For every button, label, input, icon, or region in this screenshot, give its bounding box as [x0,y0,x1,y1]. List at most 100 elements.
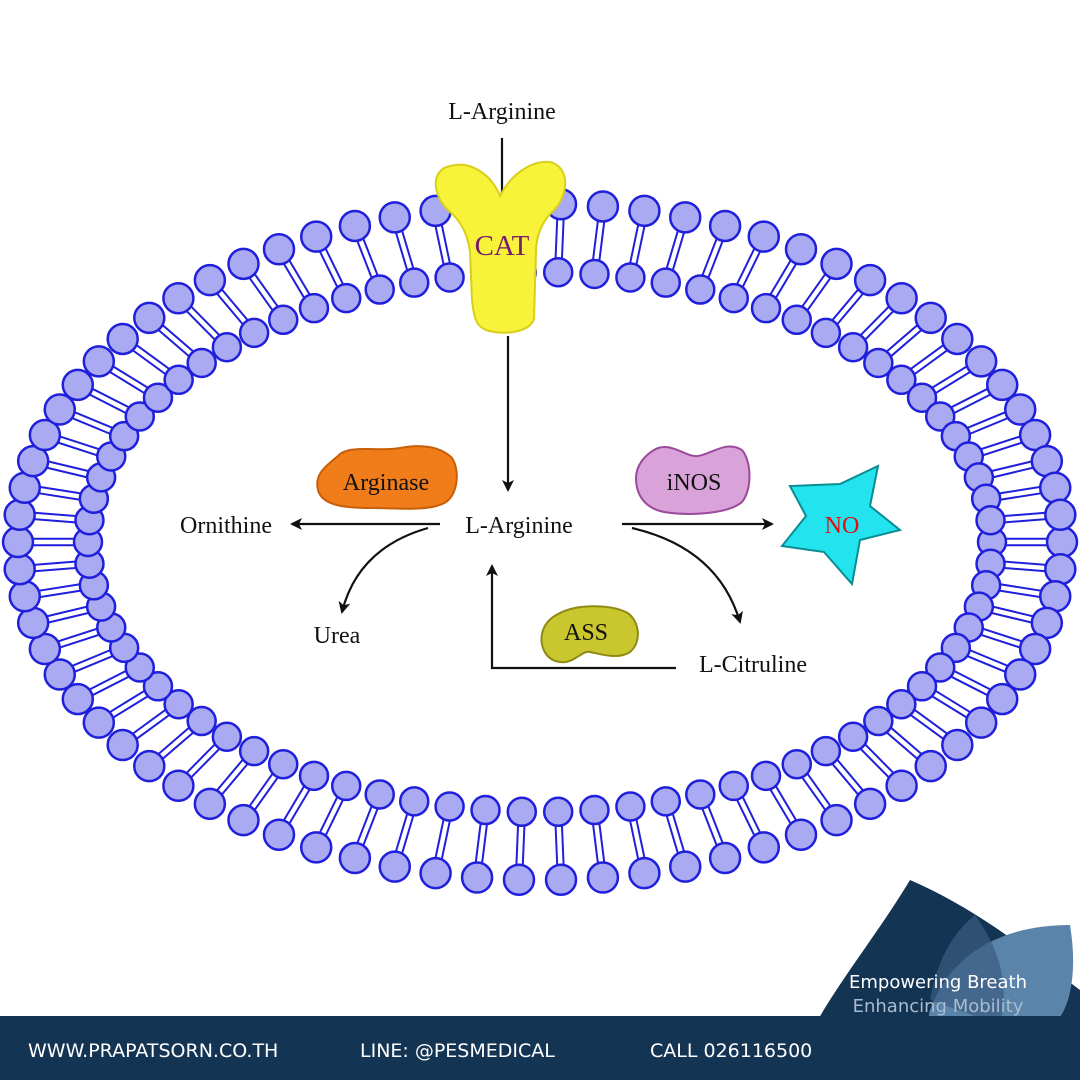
lipid-head-outer [586,861,620,894]
lipid-head-inner [781,748,813,780]
lipid-head-inner [238,317,270,349]
lipid-head-outer [61,368,95,402]
lipid-head-inner [434,262,465,293]
lipid-head-outer [1,525,35,559]
lipid-head-outer [262,233,296,266]
lipid-head-outer [299,220,333,253]
lipid-head-inner [298,292,330,324]
no-star: NO [780,464,903,587]
lipid-head-outer [82,345,116,378]
lipid-head-inner [940,632,972,664]
lipid-head-outer [16,606,50,640]
lipid-head-inner [267,304,299,336]
lipid-head-outer [885,769,918,803]
lipid-head-outer [299,831,333,864]
inos-enzyme: iNOS [634,445,751,515]
lipid-head-outer [885,281,918,315]
lipid-head-outer [1003,393,1037,426]
lipid-head-inner [924,401,956,432]
lipid-head-outer [133,749,166,783]
lipid-head-outer [941,728,974,762]
lipid-head-outer [106,728,139,762]
arrow-to-citruline [631,526,743,624]
lipid-head-inner [434,791,465,822]
lipid-head-inner [506,796,538,828]
lipid-head-inner [685,274,716,305]
lipid-head-inner [124,401,156,432]
lipid-head-outer [586,190,620,223]
lipid-head-outer [820,803,853,837]
lipid-head-outer [193,787,227,821]
lipid-head-inner [906,382,938,413]
lipid-head-outer [43,658,77,691]
inos-label: iNOS [667,470,722,496]
tagline-secondary: Enhancing Mobility [853,996,1024,1017]
lipid-head-inner [837,721,869,752]
footer-bar [0,1016,1080,1080]
lipid-head-inner [108,420,140,452]
footer-website: WWW.PRAPATSORN.CO.TH [28,1040,278,1062]
lipid-head-inner [398,267,430,298]
lipid-head-outer [914,749,947,783]
lipid-head-inner [750,292,782,324]
lipid-head-outer [162,769,195,803]
lipid-head-outer [378,201,412,234]
lipid-head-outer [3,498,36,532]
lipid-head-outer [820,247,853,281]
lipid-head-outer [784,818,818,851]
lipid-head-outer [502,863,536,896]
lipid-head-outer [133,301,166,335]
cat-label: CAT [475,230,530,262]
center-l-arginine-label: L-Arginine [465,513,573,539]
no-star-shape [780,464,903,587]
lipid-head-outer [544,863,578,896]
lipid-head-outer [419,856,452,890]
lipid-head-outer [668,201,702,234]
lipid-head-inner [718,770,750,802]
lipid-head-inner [542,796,574,828]
lipid-head-outer [964,706,998,739]
cell-membrane [1,188,1079,896]
lipid-head-outer [162,281,195,315]
lipid-head-inner [211,721,243,752]
lipid-head-outer [460,861,494,894]
lipid-head-inner [163,688,194,720]
lipid-head-inner [163,364,194,396]
lipid-head-outer [1018,632,1052,666]
lipid-head-outer [708,209,742,243]
lipid-head-outer [1045,525,1079,559]
lipid-head-outer [1003,658,1037,691]
lipid-head-inner [837,332,869,363]
l-citruline-label: L-Citruline [699,652,807,678]
lipid-head-outer [338,209,372,243]
lipid-head-outer [941,322,974,356]
lipid-head-inner [142,671,174,702]
lipid-head-outer [914,301,947,335]
cat-transporter: CAT [434,160,567,334]
lipid-head-inner [398,786,430,817]
lipid-head-inner [650,267,682,298]
top-l-arginine-label: L-Arginine [448,99,556,125]
lipid-head-outer [853,787,887,821]
lipid-head-inner [781,304,813,336]
inos-shape [634,445,751,515]
lipid-head-outer [338,841,372,875]
lipid-head-outer [28,418,62,452]
lipid-head-outer [747,220,781,253]
lipid-head-inner [542,256,574,288]
lipid-head-outer [628,856,661,890]
lipid-head-outer [1044,498,1077,532]
ornithine-label: Ornithine [180,513,272,539]
lipid-head-inner [364,779,395,810]
ass-shape [540,605,639,664]
lipid-head-inner [186,705,217,737]
ass-label: ASS [564,620,608,646]
arginase-label: Arginase [343,470,429,496]
lipid-head-outer [1030,444,1064,478]
lipid-head-outer [1044,552,1077,586]
lipid-head-inner [924,652,956,683]
lipid-head-inner [330,282,362,314]
lipid-head-outer [985,368,1019,402]
footer-call: CALL 026116500 [650,1040,812,1062]
